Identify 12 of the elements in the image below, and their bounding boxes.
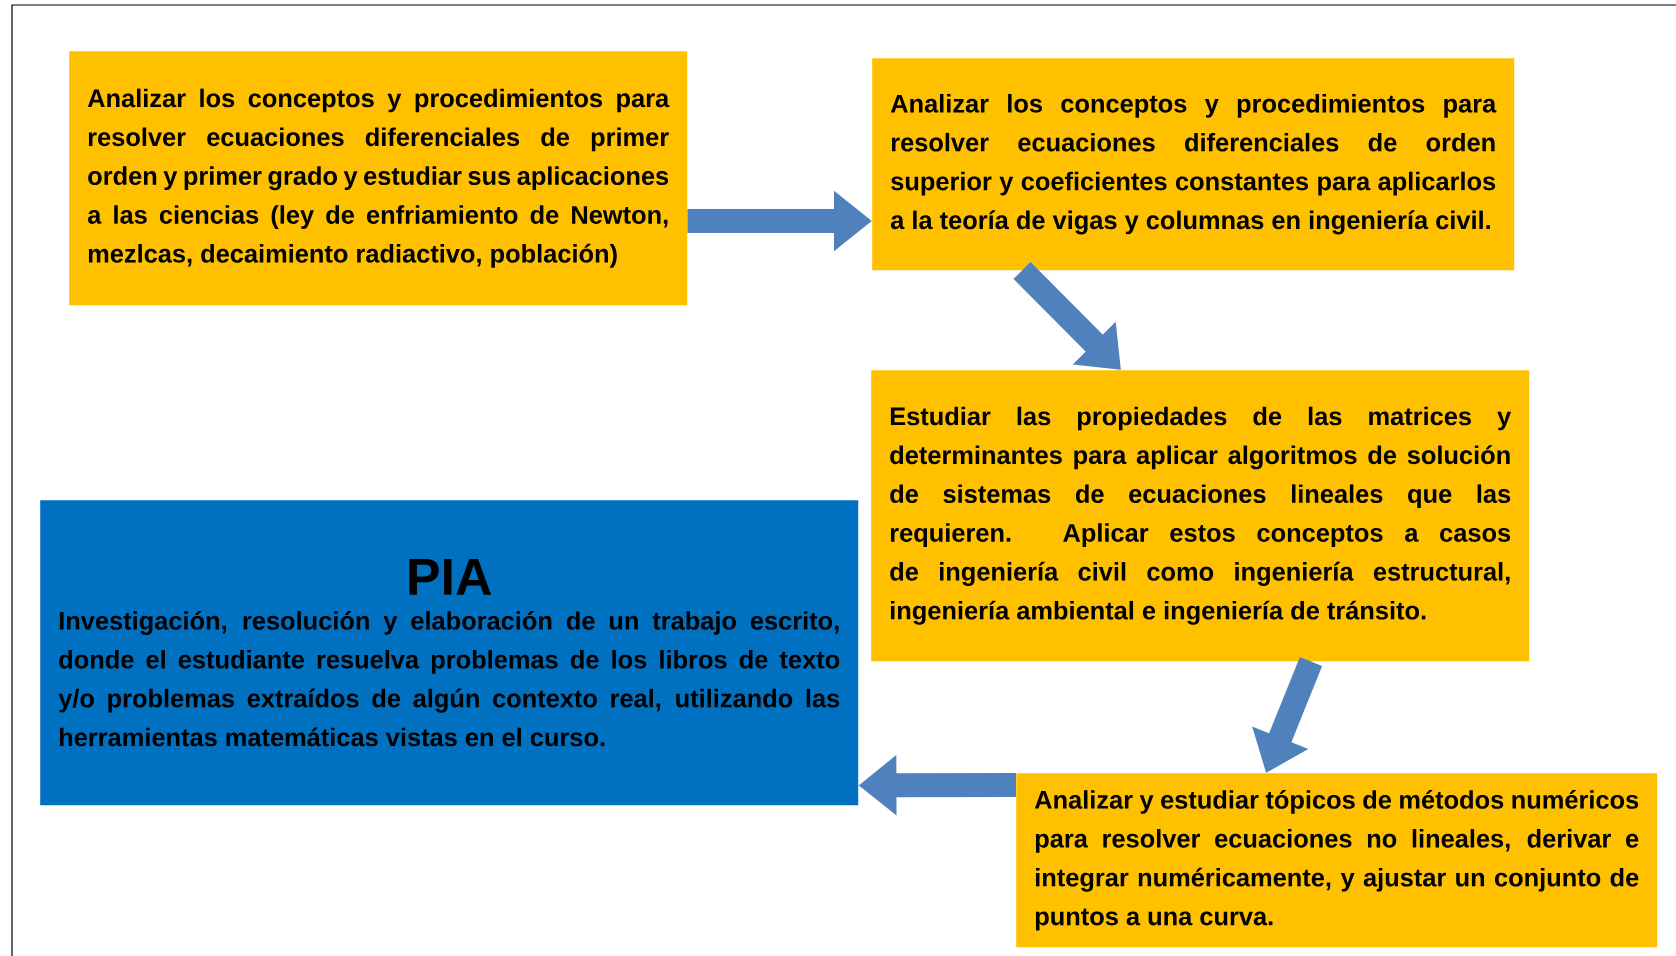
text-box [872,58,1515,271]
text-box [69,51,688,306]
box-text: Estudiar las propiedades de las matrices y determinantes para aplicar algoritmos de solución de sistemas de ecuaciones lineales que las requieren. Aplicar estos conceptos a casos de ingeniería civil como ingeniería estructural, ingeniería ambiental e ingeniería de tránsito. [890,406,1512,625]
box-text: Investigación, resolución y elaboración de un trabajo escrito, donde el estudiante resuelva problemas de los libros de texto y/o problemas extraídos de algún contexto real, utilizando las herramientas matemáticas vistas en el curso. [58,610,840,747]
text-box [871,370,1530,662]
box-text: Analizar y estudiar tópicos de métodos numéricos para resolver ecuaciones no lineales, derivar e integrar numéricamente, y ajustar un conjunto de puntos a una curva. [1034,789,1639,931]
box-text: Analizar los conceptos y procedimientos para resolver ecuaciones diferenciales de primer orden y primer grado y estudiar sus aplicaciones a las ciencias (ley de enfriamiento de Newton, mezlcas, decaimiento radiactivo, población) [87,88,670,268]
box-text: Analizar los conceptos y procedimientos para resolver ecuaciones diferenciales de orden superior y coeficientes constantes para aplicarlos a la teoría de vigas y columnas en ingeniería civil. [890,94,1497,235]
text-box [40,500,859,806]
text-box [1016,773,1658,948]
block-arrow [1013,261,1121,370]
box-title: PIA [409,559,492,595]
